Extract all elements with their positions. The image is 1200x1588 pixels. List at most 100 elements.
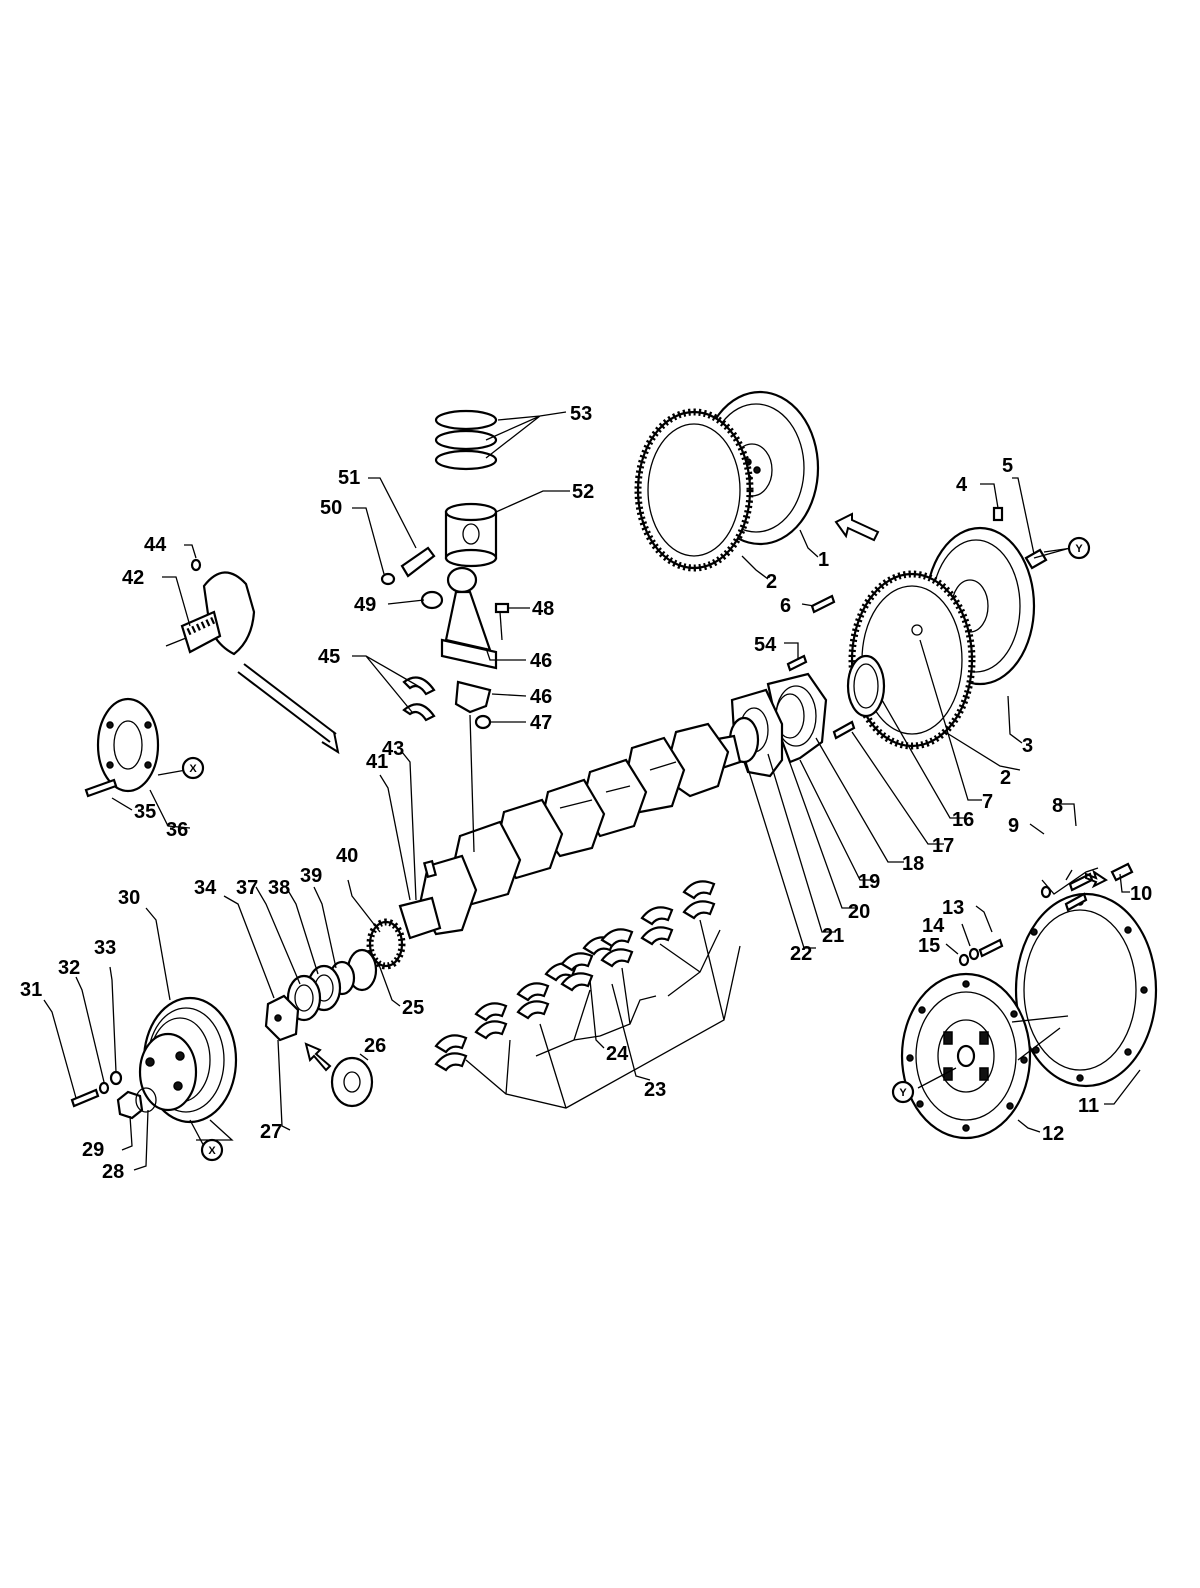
- conrod-bearing-shells: [402, 676, 436, 722]
- svg-text:Y: Y: [1075, 543, 1083, 555]
- callout-44: 44: [144, 534, 167, 556]
- callout-1: 1: [818, 549, 829, 571]
- flywheel-upper: [634, 390, 820, 572]
- assembly-arrow-adapter: [304, 1042, 332, 1072]
- woodruff-key: [422, 859, 438, 879]
- flange-bolt: [84, 778, 118, 798]
- callout-13: 13: [942, 897, 964, 919]
- callout-26: 26: [364, 1035, 386, 1057]
- callout-16: 16: [952, 809, 974, 831]
- svg-text:X: X: [208, 1145, 216, 1157]
- callout-46: 46: [530, 650, 552, 672]
- pulley-bolt: [70, 1070, 123, 1108]
- callout-20: 20: [848, 901, 870, 923]
- callout-27: 27: [260, 1121, 282, 1143]
- marker-x-flange: X: [181, 756, 205, 780]
- callout-22: 22: [790, 943, 812, 965]
- callout-3: 3: [1022, 735, 1033, 757]
- piston-rings: [434, 409, 498, 471]
- callout-47: 47: [530, 712, 552, 734]
- vibration-damper-pulley: [138, 996, 238, 1124]
- callout-30: 30: [118, 887, 140, 909]
- callout-28: 28: [102, 1161, 124, 1183]
- callout-43: 43: [382, 738, 404, 760]
- callout-54: 54: [754, 634, 777, 656]
- callout-17: 17: [932, 835, 954, 857]
- callout-37: 37: [236, 877, 258, 899]
- pulley-nut: [116, 1087, 157, 1120]
- callout-labels: 1 2 2 3 4 5 6 7 8 9 10 11 12 13 14 15 16…: [20, 403, 1152, 1183]
- flywheel-lower: [848, 526, 1036, 750]
- marker-x-pulley: X: [200, 1138, 224, 1162]
- conrod-bolt: [494, 602, 510, 641]
- callout-21: 21: [822, 925, 844, 947]
- callout-51: 51: [338, 467, 360, 489]
- callout-4: 4: [956, 474, 968, 496]
- callout-14: 14: [922, 915, 945, 937]
- callout-11: 11: [1078, 1095, 1099, 1117]
- callout-9: 9: [1008, 815, 1019, 837]
- assembly-arrow-oil-pump: [237, 663, 340, 755]
- callout-6: 6: [780, 595, 791, 617]
- clutch-pressure-plate: [1014, 892, 1158, 1088]
- piston-pin-circlip: [380, 572, 396, 586]
- callout-40: 40: [336, 845, 358, 867]
- front-hub: [264, 994, 300, 1042]
- callout-39: 39: [300, 865, 322, 887]
- callout-50: 50: [320, 497, 342, 519]
- callout-19: 19: [858, 871, 880, 893]
- callout-8: 8: [1052, 795, 1063, 817]
- callout-24: 24: [606, 1043, 629, 1065]
- rear-seal-ring: [846, 654, 886, 718]
- callout-38: 38: [268, 877, 290, 899]
- callout-31: 31: [20, 979, 42, 1001]
- callout-34: 34: [194, 877, 217, 899]
- callout-45: 45: [318, 646, 340, 668]
- rear-seal-carrier: [728, 672, 828, 778]
- crankshaft-gear: [366, 918, 406, 970]
- callout-29: 29: [82, 1139, 104, 1161]
- callout-49: 49: [354, 594, 376, 616]
- callout-52: 52: [572, 481, 594, 503]
- oil-pump-pin: [190, 558, 202, 572]
- piston: [444, 502, 498, 568]
- callout-2: 2: [766, 571, 777, 593]
- flywheel-fasteners: [786, 506, 1048, 740]
- callout-2: 2: [1000, 767, 1011, 789]
- assembly-arrow-clutch: [1085, 869, 1108, 889]
- piston-pin: [400, 546, 436, 578]
- callout-33: 33: [94, 937, 116, 959]
- connecting-rod: [440, 566, 498, 670]
- marker-y-clutch: Y: [891, 1080, 915, 1104]
- conrod-alignment-line: [469, 714, 475, 853]
- callout-42: 42: [122, 567, 144, 589]
- clutch-disc: [900, 972, 1032, 1140]
- callout-36: 36: [166, 819, 188, 841]
- callout-23: 23: [644, 1079, 666, 1101]
- callout-35: 35: [134, 801, 156, 823]
- conrod-cap: [454, 680, 492, 714]
- svg-text:Y: Y: [899, 1087, 907, 1099]
- callout-53: 53: [570, 403, 592, 425]
- marker-y-flywheel: Y: [1067, 536, 1091, 560]
- callout-32: 32: [58, 957, 80, 979]
- svg-text:X: X: [189, 763, 197, 775]
- leader-lines: [43, 411, 1141, 1171]
- callout-25: 25: [402, 997, 424, 1019]
- callout-5: 5: [1002, 455, 1013, 477]
- main-bearing-shells: [434, 880, 716, 1072]
- callout-15: 15: [918, 935, 940, 957]
- callout-46: 46: [530, 686, 552, 708]
- oil-pump-drive: [165, 571, 256, 656]
- callout-12: 12: [1042, 1123, 1064, 1145]
- callout-48: 48: [532, 598, 554, 620]
- adapter-flange: [330, 1056, 374, 1108]
- small-end-bush: [420, 590, 444, 610]
- callout-18: 18: [902, 853, 924, 875]
- callout-41: 41: [366, 751, 388, 773]
- assembly-arrow-flywheel: [834, 512, 880, 542]
- callout-7: 7: [982, 791, 993, 813]
- callout-10: 10: [1130, 883, 1152, 905]
- clutch-bolts: [958, 862, 1134, 967]
